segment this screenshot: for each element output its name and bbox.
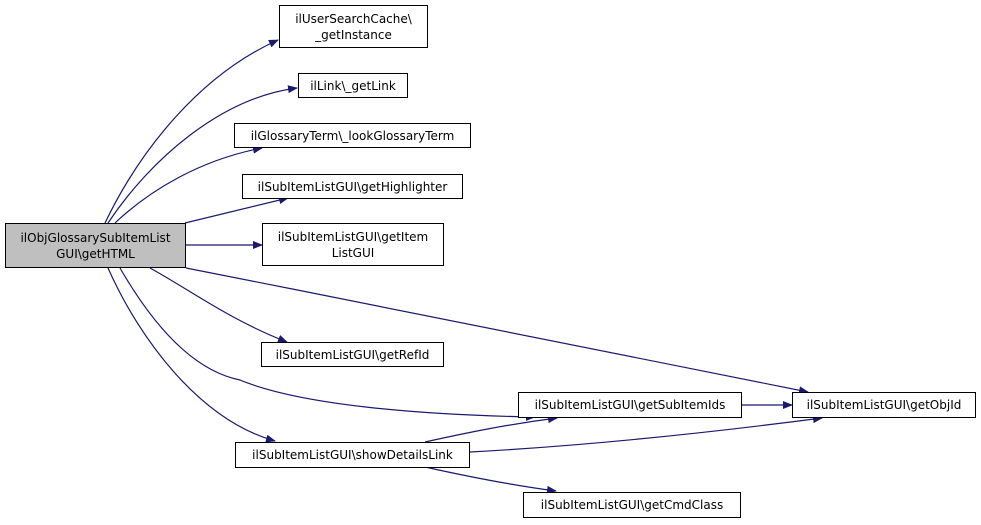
node-label: ilGlossaryTerm\_lookGlossaryTerm xyxy=(250,128,455,143)
node-label: ilSubItemListGUI\getCmdClass xyxy=(540,498,724,512)
edge-root-to-lookup-glossary-term xyxy=(114,145,263,224)
edge-root-to-get-sub-item-ids xyxy=(119,267,536,421)
edge-show-details-to-cmd-class xyxy=(424,466,557,494)
node-root-get-html[interactable]: ilObjGlossarySubItemList GUI\getHTML xyxy=(5,223,186,268)
node-label: ilSubItemListGUI\getSubItemIds xyxy=(534,398,726,412)
edge-root-to-get-link xyxy=(107,85,298,224)
node-get-highlighter[interactable]: ilSubItemListGUI\getHighlighter xyxy=(242,174,463,199)
edge-show-details-to-sub-item-ids xyxy=(424,415,558,443)
node-get-item-list-gui[interactable]: ilSubItemListGUI\getItem ListGUI xyxy=(262,223,444,266)
node-get-link[interactable]: ilLink\_getLink xyxy=(298,73,408,98)
node-label-line2: ListGUI xyxy=(331,245,375,260)
node-label: ilSubItemListGUI\getHighlighter xyxy=(257,179,448,194)
node-label-line2: _getInstance xyxy=(315,27,392,42)
edge-root-to-user-search-cache xyxy=(104,39,279,224)
node-label-line1: ilSubItemListGUI\getItem xyxy=(277,229,429,244)
node-show-details-link[interactable]: ilSubItemListGUI\showDetailsLink xyxy=(235,442,470,468)
edge-root-to-get-highlighter xyxy=(184,196,289,224)
node-label: ilSubItemListGUI\showDetailsLink xyxy=(252,448,453,462)
node-label: ilLink\_getLink xyxy=(310,78,396,93)
node-get-obj-id[interactable]: ilSubItemListGUI\getObjId xyxy=(792,392,976,418)
node-label: ilSubItemListGUI\getRefId xyxy=(275,347,430,362)
edge-root-to-get-ref-id xyxy=(149,267,288,343)
node-lookup-glossary-term[interactable]: ilGlossaryTerm\_lookGlossaryTerm xyxy=(234,123,471,148)
edge-root-to-show-details-link xyxy=(107,267,276,443)
node-user-search-cache[interactable]: ilUserSearchCache\ _getInstance xyxy=(279,5,428,48)
node-get-ref-id[interactable]: ilSubItemListGUI\getRefId xyxy=(261,342,444,367)
node-label-line2: GUI\getHTML xyxy=(56,246,135,261)
node-get-sub-item-ids[interactable]: ilSubItemListGUI\getSubItemIds xyxy=(518,392,742,418)
edge-show-details-to-get-obj-id xyxy=(469,415,823,453)
node-get-cmd-class[interactable]: ilSubItemListGUI\getCmdClass xyxy=(523,492,741,518)
node-label-line1: ilUserSearchCache\ xyxy=(295,11,412,26)
edge-root-to-get-obj-id xyxy=(185,267,809,395)
node-label: ilSubItemListGUI\getObjId xyxy=(806,398,962,412)
node-label-line1: ilObjGlossarySubItemList xyxy=(20,230,171,245)
